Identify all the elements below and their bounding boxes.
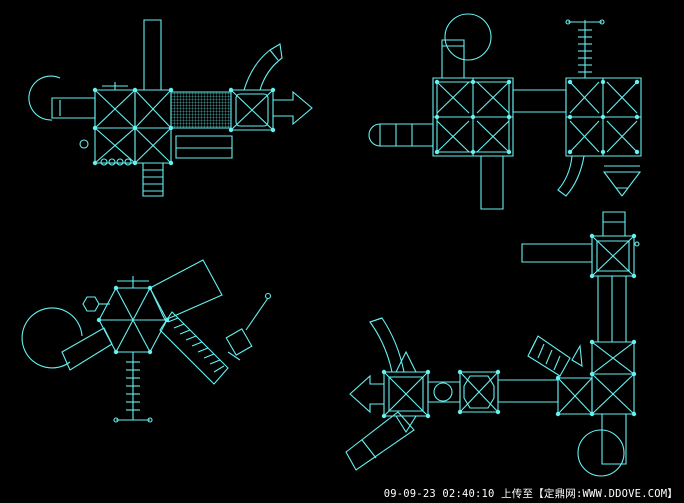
upload-watermark: 09-09-23 02:40:10 上传至【定鼎网:WWW.DDOVE.COM】 [383, 488, 678, 500]
playground-plan-2 [369, 14, 641, 209]
playground-plan-4 [346, 212, 639, 476]
playground-plan-3 [22, 260, 270, 422]
playground-plan-1 [29, 20, 312, 196]
